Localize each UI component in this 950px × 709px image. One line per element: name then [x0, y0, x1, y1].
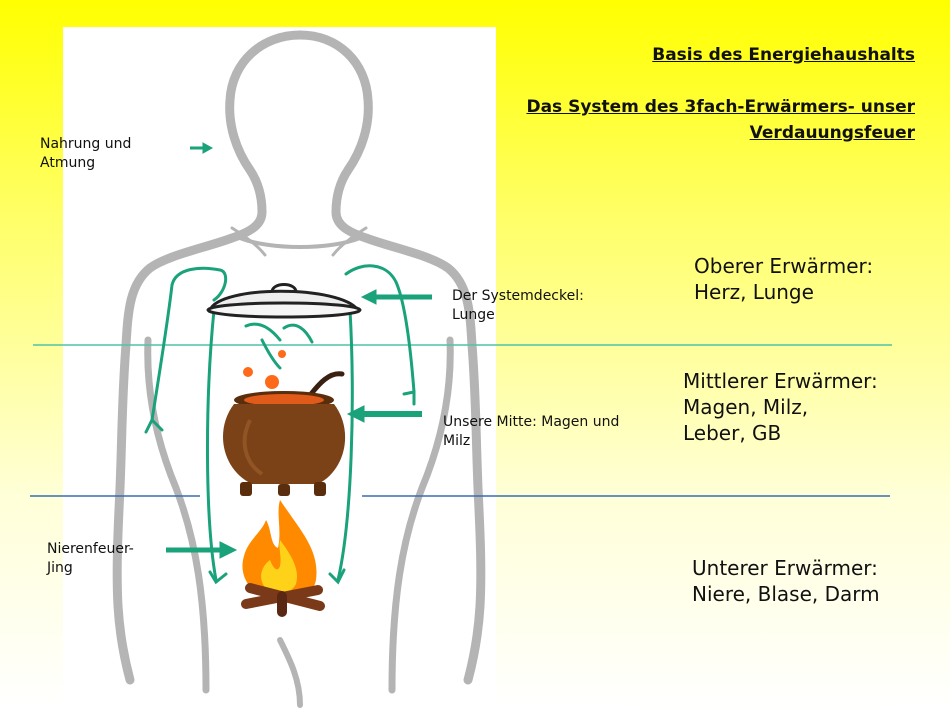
- slide-subtitle-line2: Verdauungsfeuer: [749, 123, 915, 143]
- arrow-deckel: [360, 289, 432, 305]
- campfire-icon: [241, 500, 325, 617]
- label-nahrung-line2: Atmung: [40, 155, 96, 171]
- zone-lower-line2: Niere, Blase, Darm: [692, 582, 880, 606]
- arrow-nahrung: [190, 142, 214, 154]
- pointer-arrows: [166, 142, 432, 559]
- zone-middle-line3: Leber, GB: [683, 421, 782, 445]
- label-deckel-line1: Der Systemdeckel:: [452, 288, 584, 304]
- label-nieren-line2: Jing: [47, 560, 73, 576]
- zone-middle-line1: Mittlerer Erwärmer:: [683, 369, 878, 393]
- label-nieren-line1: Nierenfeuer-: [47, 541, 134, 557]
- label-mitte-line2: Milz: [443, 433, 471, 449]
- zone-upper-line1: Oberer Erwärmer:: [694, 254, 874, 278]
- pot-lid-icon: [206, 283, 362, 319]
- slide-subtitle-line1: Das System des 3fach-Erwärmers- unser: [526, 97, 915, 117]
- cauldron-icon: [222, 350, 346, 496]
- zone-lower-line1: Unterer Erwärmer:: [692, 556, 878, 580]
- arrow-nieren: [166, 541, 238, 559]
- arrow-mitte: [346, 405, 422, 423]
- slide-title: Basis des Energiehaushalts: [652, 45, 915, 65]
- zone-upper-line2: Herz, Lunge: [694, 280, 814, 304]
- label-mitte-line1: Unsere Mitte: Magen und: [443, 414, 620, 430]
- body-silhouette: [112, 30, 486, 708]
- zone-middle-line2: Magen, Milz,: [683, 395, 809, 419]
- label-deckel-line2: Lunge: [452, 307, 495, 323]
- label-nahrung-line1: Nahrung und: [40, 136, 132, 152]
- circulation-loops: [144, 264, 416, 585]
